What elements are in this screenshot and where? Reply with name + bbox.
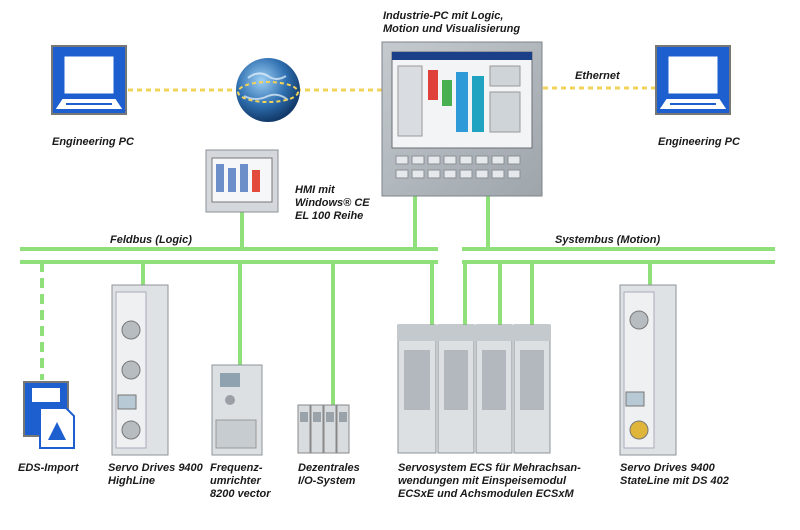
io-system-label: Dezentrales I/O-System bbox=[298, 462, 360, 487]
ethernet-label: Ethernet bbox=[575, 70, 620, 82]
industrial-pc-label: Industrie-PC mit Logic, Motion und Visua… bbox=[383, 10, 521, 35]
servo-highline-device bbox=[111, 284, 169, 456]
laptop-left-icon bbox=[51, 45, 127, 115]
bus-lines bbox=[20, 195, 775, 405]
io-system-device bbox=[297, 404, 350, 454]
servo-stateline-label: Servo Drives 9400 StateLine mit DS 402 bbox=[620, 462, 729, 487]
systembus-label: Systembus (Motion) bbox=[555, 234, 661, 246]
feldbus-label: Feldbus (Logic) bbox=[110, 234, 192, 246]
laptop-right-icon bbox=[655, 45, 731, 115]
engineering-pc-right-label: Engineering PC bbox=[658, 136, 740, 148]
frequency-inverter-label: Frequenz- umrichter 8200 vector bbox=[210, 462, 271, 500]
eds-import-label: EDS-Import bbox=[18, 462, 79, 474]
frequency-inverter-device bbox=[211, 364, 263, 456]
ecs-label: Servosystem ECS für Mehrachsan- wendunge… bbox=[398, 462, 581, 500]
ethernet-lines bbox=[128, 86, 655, 92]
eds-document-icon bbox=[23, 381, 75, 449]
servo-stateline-device bbox=[619, 284, 677, 456]
ecs-servo-system bbox=[397, 324, 551, 454]
engineering-pc-left-label: Engineering PC bbox=[52, 136, 134, 148]
hmi-label: HMI mit Windows® CE EL 100 Reihe bbox=[295, 184, 370, 222]
servo-highline-label: Servo Drives 9400 HighLine bbox=[108, 462, 203, 487]
hmi-panel bbox=[205, 149, 279, 213]
globe-icon bbox=[236, 58, 300, 122]
industrial-pc-panel bbox=[381, 41, 543, 197]
